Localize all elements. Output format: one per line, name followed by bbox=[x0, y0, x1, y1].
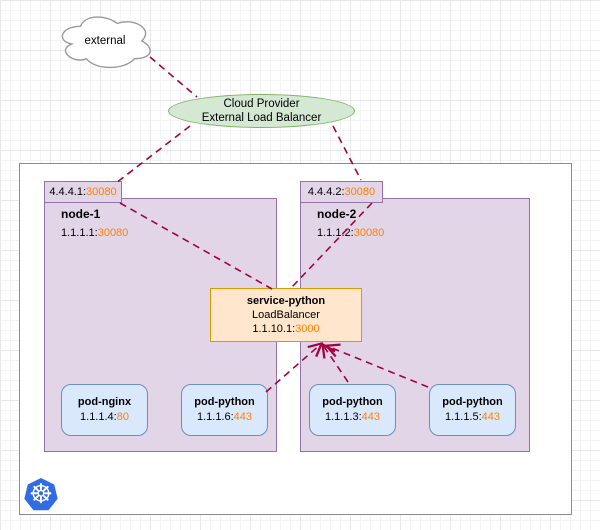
node-1-name: node-1 bbox=[61, 207, 101, 221]
edge-external-to-lb bbox=[149, 56, 198, 98]
pod-ip-address: 1.1.1.6: bbox=[196, 411, 234, 423]
pod-ip: 1.1.1.6:443 bbox=[197, 410, 252, 425]
pod-ip-address: 1.1.1.3: bbox=[324, 411, 362, 423]
node-1-external-port: 30080 bbox=[86, 186, 117, 198]
pod-port: 443 bbox=[481, 411, 501, 423]
pod-ip-address: 1.1.1.4: bbox=[80, 411, 117, 423]
service-port: 3000 bbox=[295, 323, 320, 336]
service-python-box: service-python LoadBalancer 1.1.10.1:300… bbox=[210, 288, 362, 342]
node-2-external-ip: 4.4.4.2: bbox=[307, 186, 345, 198]
pod-port: 80 bbox=[116, 411, 129, 423]
pod-python-1-1-1-5: pod-python 1.1.1.5:443 bbox=[429, 384, 516, 436]
node-2-external-ip-tab: 4.4.4.2:30080 bbox=[300, 181, 383, 203]
external-cloud: external bbox=[56, 10, 154, 72]
external-cloud-label: external bbox=[84, 35, 126, 47]
node-2-ip: 1.1.1.2:30080 bbox=[317, 227, 384, 239]
node-1-external-ip-tab: 4.4.4.1:30080 bbox=[44, 181, 122, 203]
service-type: LoadBalancer bbox=[252, 308, 320, 321]
kubernetes-wheel-glyph: ☸ bbox=[28, 478, 54, 509]
pod-nginx-1-1-1-4: pod-nginx 1.1.1.4:80 bbox=[61, 384, 148, 436]
pod-name: pod-python bbox=[194, 396, 255, 409]
pod-name: pod-nginx bbox=[77, 396, 132, 409]
node-2-port: 30080 bbox=[353, 227, 385, 239]
service-ip: 1.1.10.1:3000 bbox=[252, 322, 319, 336]
pod-port: 443 bbox=[233, 411, 253, 423]
node-2-ip-address: 1.1.1.2: bbox=[317, 227, 354, 239]
node-1-ip-address: 1.1.1.1: bbox=[61, 227, 98, 239]
node-1-ip: 1.1.1.1:30080 bbox=[61, 227, 128, 239]
service-name: service-python bbox=[246, 294, 326, 307]
pod-python-1-1-1-3: pod-python 1.1.1.3:443 bbox=[309, 384, 396, 436]
pod-ip: 1.1.1.5:443 bbox=[445, 410, 500, 425]
pod-ip-address: 1.1.1.5: bbox=[444, 411, 482, 423]
node-2-name: node-2 bbox=[317, 207, 357, 221]
pod-name: pod-python bbox=[322, 396, 383, 409]
pod-name: pod-python bbox=[442, 396, 503, 409]
node-1-external-ip: 4.4.4.1: bbox=[49, 186, 87, 198]
node-2: node-2 1.1.1.2:30080 pod-python 1.1.1.3:… bbox=[300, 198, 530, 452]
pod-port: 443 bbox=[361, 411, 381, 423]
cloud-shape-icon bbox=[61, 16, 151, 69]
node-1-port: 30080 bbox=[97, 227, 129, 239]
load-balancer-label-line2: External Load Balancer bbox=[201, 112, 322, 124]
cloud-provider-load-balancer: Cloud Provider External Load Balancer bbox=[168, 94, 355, 128]
service-ip-address: 1.1.10.1: bbox=[252, 323, 296, 336]
load-balancer-label-line1: Cloud Provider bbox=[223, 97, 300, 110]
pod-ip: 1.1.1.3:443 bbox=[325, 410, 380, 425]
pod-ip: 1.1.1.4:80 bbox=[80, 410, 129, 425]
node-2-external-port: 30080 bbox=[344, 186, 376, 198]
pod-python-1-1-1-6: pod-python 1.1.1.6:443 bbox=[181, 384, 268, 436]
